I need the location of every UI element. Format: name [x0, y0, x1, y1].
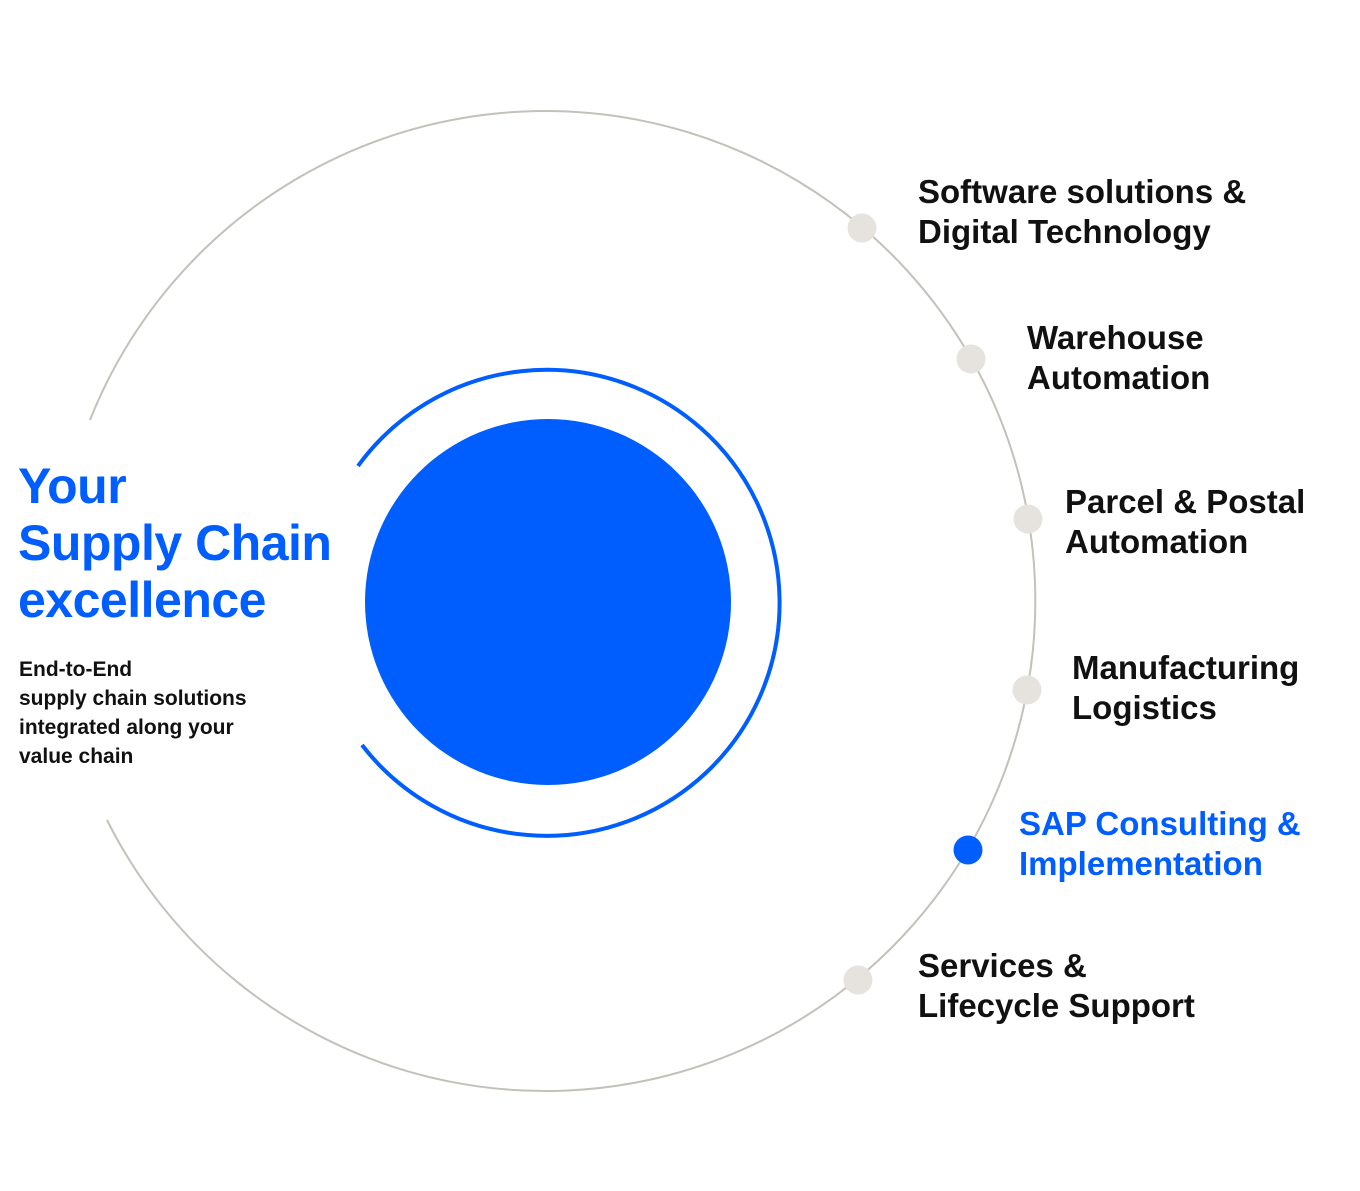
title-line: excellence — [18, 572, 266, 628]
inner-ring-arc — [356, 367, 782, 838]
item-label: Logistics — [1072, 689, 1217, 726]
subtitle-line: integrated along your — [19, 716, 234, 739]
title-line: Supply Chain — [18, 515, 332, 571]
item-label: SAP Consulting & — [1019, 805, 1301, 842]
orbit-dot-services[interactable] — [843, 965, 873, 995]
orbit-dot-manufacturing[interactable] — [1012, 675, 1042, 705]
orbit-dot-software[interactable] — [847, 213, 877, 243]
item-label: Automation — [1065, 523, 1249, 560]
item-label: Automation — [1027, 359, 1211, 396]
orbit-dot-warehouse[interactable] — [956, 344, 986, 374]
item-label: Services & — [918, 947, 1087, 984]
item-label: Digital Technology — [918, 213, 1211, 250]
subtitle: End-to-End supply chain solutions integr… — [19, 655, 247, 771]
subtitle-line: value chain — [19, 745, 134, 768]
item-label: Warehouse — [1027, 319, 1204, 356]
item-software-solutions[interactable]: Software solutions & Digital Technology — [918, 172, 1246, 252]
title-line: Your — [18, 458, 127, 514]
item-label: Software solutions & — [918, 173, 1247, 210]
orbit-dot-sap-active[interactable] — [953, 835, 983, 865]
center-circle — [365, 419, 731, 785]
subtitle-line: End-to-End — [19, 658, 133, 681]
subtitle-line: supply chain solutions — [19, 687, 247, 710]
item-label: Lifecycle Support — [918, 987, 1195, 1024]
item-sap-consulting[interactable]: SAP Consulting & Implementation — [1019, 804, 1301, 884]
orbit-dot-parcel[interactable] — [1013, 504, 1043, 534]
item-label: Manufacturing — [1072, 649, 1300, 686]
item-label: Implementation — [1019, 845, 1263, 882]
item-manufacturing-logistics[interactable]: Manufacturing Logistics — [1072, 648, 1299, 728]
item-services-lifecycle[interactable]: Services & Lifecycle Support — [918, 946, 1195, 1026]
item-parcel-postal[interactable]: Parcel & Postal Automation — [1065, 482, 1305, 562]
item-label: Parcel & Postal — [1065, 483, 1306, 520]
page-title: Your Supply Chain excellence — [18, 458, 332, 629]
outer-orbit-arc — [89, 110, 1037, 1092]
item-warehouse-automation[interactable]: Warehouse Automation — [1027, 318, 1210, 398]
